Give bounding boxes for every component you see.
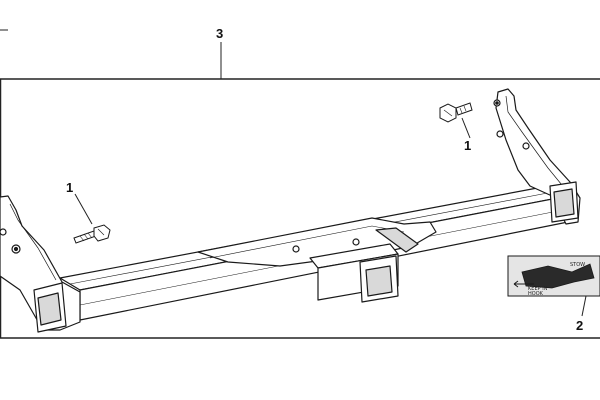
bolt-icon [73,224,111,244]
hitch-receiver-icon [309,243,399,303]
decal-text-top: STOW [570,262,585,268]
bolt-icon-right [439,102,473,123]
left-tube-end [33,282,67,333]
decal-label-icon: STOW KEEP IN HOOK [507,255,600,297]
callout-assembly: 3 [216,26,223,41]
pin-hole-right [352,238,360,246]
pin-hole-left [292,245,300,253]
center-plate [197,217,437,267]
leader-bolt-left [74,193,93,225]
callout-label: 2 [576,318,583,333]
callout-bolt-right: 1 [464,138,471,153]
decal-text-mid: KEEP IN [528,286,548,292]
leader-bolt-right [461,117,471,139]
callout-bolt-left: 1 [66,180,73,195]
decal-text-bot: HOOK [528,291,544,297]
leader-label [581,295,587,317]
right-tube-end [549,181,579,223]
